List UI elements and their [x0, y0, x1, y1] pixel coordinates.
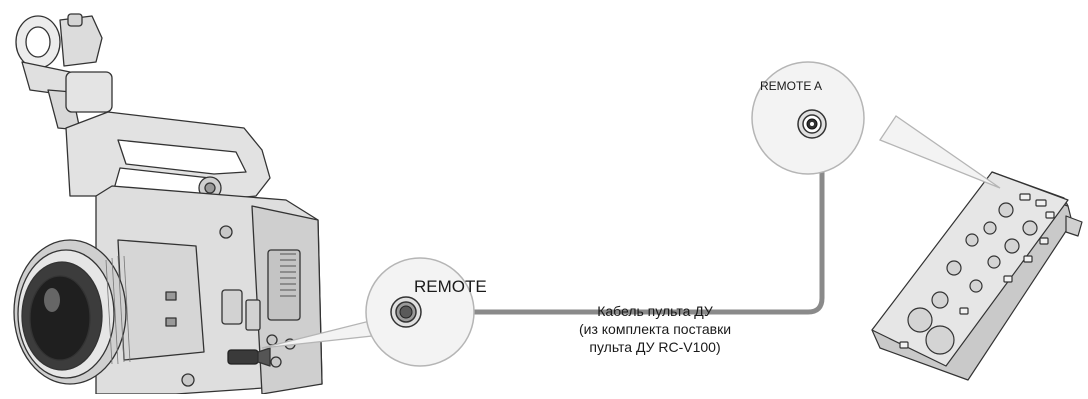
- connector-icon: [797, 109, 827, 139]
- cable-caption-line: Кабель пульта ДУ: [597, 303, 713, 319]
- mic-holder: [15, 13, 113, 131]
- camera-illustration: [13, 13, 323, 395]
- camera-remote-callout: [365, 257, 475, 367]
- remote-controller-illustration: [871, 171, 1083, 381]
- remote-a-port-label: REMOTE A: [760, 79, 823, 93]
- cable-caption-line: (из комплекта поставки: [578, 321, 732, 337]
- connector-icon: [390, 296, 422, 328]
- camera-lens: [13, 239, 205, 385]
- cable-caption-line: пульта ДУ RC-V100): [589, 339, 721, 355]
- remote-cable: [405, 139, 825, 315]
- cable-caption: Кабель пульта ДУ (из комплекта поставки …: [540, 302, 770, 356]
- camera-remote-port-label: REMOTE: [414, 277, 487, 296]
- top-handle: [65, 111, 271, 201]
- remote-a-callout: [751, 61, 865, 175]
